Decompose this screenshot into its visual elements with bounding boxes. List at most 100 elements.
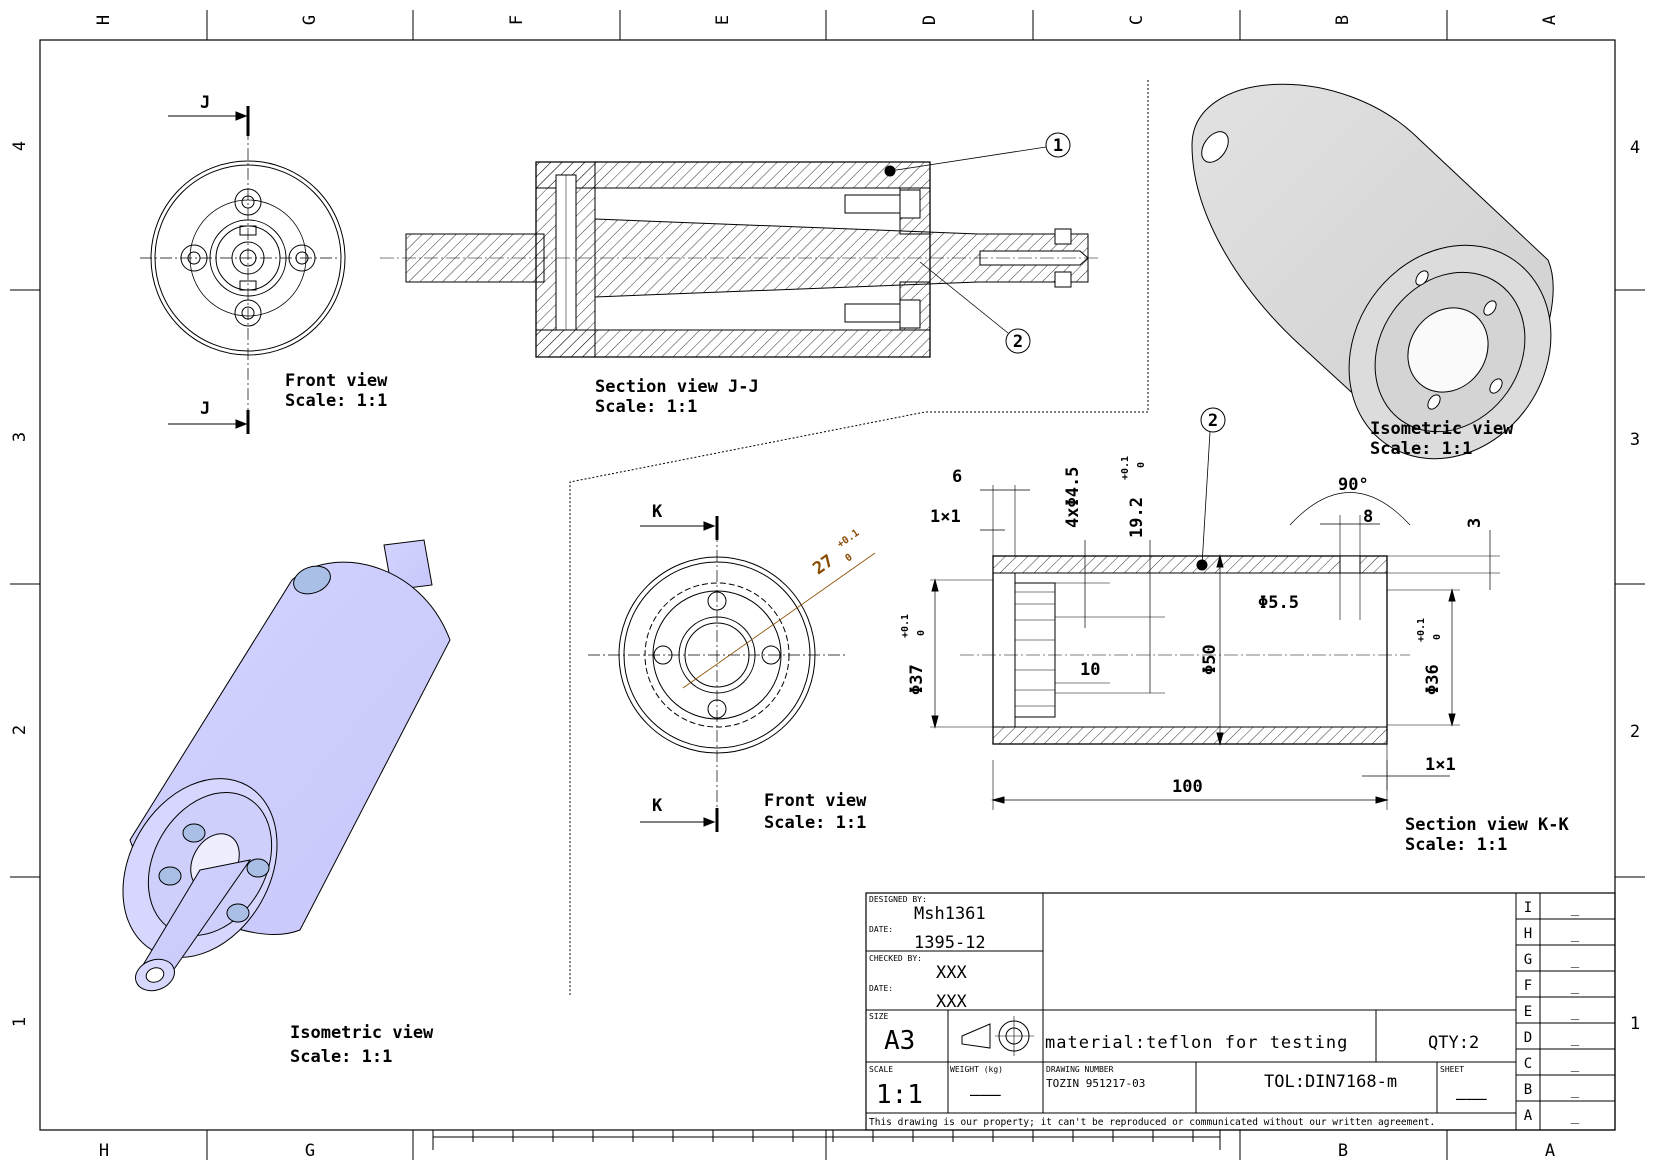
dim-8: 8 bbox=[1363, 507, 1373, 527]
dim-37: Φ37 bbox=[907, 664, 927, 695]
zone-row-label: 1 bbox=[10, 1017, 30, 1027]
zone-labels-right: 4 3 2 1 bbox=[1630, 138, 1640, 1034]
balloon-label: 2 bbox=[1208, 411, 1218, 431]
dim-tolerance-upper: +0.1 bbox=[835, 528, 861, 551]
material-value: material:teflon for testing bbox=[1045, 1033, 1348, 1053]
balloon-1 bbox=[884, 132, 1071, 177]
view-title: Section view J-J bbox=[595, 377, 759, 397]
dim-tolerance-lower: 0 bbox=[1432, 634, 1443, 640]
revision-table: I _ H _ G _ F _ E _ D _ C _ B _ A _ bbox=[1524, 900, 1580, 1124]
revision-value: _ bbox=[1571, 1056, 1580, 1072]
zone-labels-left: 4 3 2 1 bbox=[10, 141, 30, 1027]
zone-col-label: B bbox=[1333, 15, 1353, 25]
view-title: Section view K-K bbox=[1405, 815, 1570, 835]
revision-value: _ bbox=[1571, 926, 1580, 942]
zone-row-label: 4 bbox=[1630, 138, 1640, 158]
view-title: Front view bbox=[285, 371, 388, 391]
view-scale: Scale: 1:1 bbox=[290, 1047, 392, 1067]
designed-by-label: DESIGNED BY: bbox=[869, 895, 927, 904]
revision-letter: B bbox=[1524, 1082, 1532, 1098]
revision-letter: D bbox=[1524, 1030, 1532, 1046]
dim-tolerance-upper: +0.1 bbox=[900, 614, 911, 638]
dim-27: 27 bbox=[809, 551, 837, 579]
zone-row-label: 3 bbox=[1630, 430, 1640, 450]
revision-letter: E bbox=[1524, 1004, 1532, 1020]
dim-19-2: 19.2 bbox=[1127, 497, 1147, 538]
dim-tolerance-lower: 0 bbox=[1136, 462, 1147, 468]
sheet-value: ——— bbox=[1456, 1089, 1487, 1109]
dim-100: 100 bbox=[1172, 777, 1203, 797]
projection-symbol-icon bbox=[961, 1016, 1034, 1056]
zone-col-label: A bbox=[1540, 15, 1560, 25]
dim-hole-pattern: 4xΦ4.5 bbox=[1063, 467, 1083, 528]
front-view-k bbox=[588, 516, 876, 832]
revision-value: _ bbox=[1571, 978, 1580, 994]
zone-row-label: 4 bbox=[10, 141, 30, 151]
dim-50: Φ50 bbox=[1200, 644, 1220, 675]
view-title: Isometric view bbox=[1370, 419, 1514, 439]
view-title: Front view bbox=[764, 791, 867, 811]
date-value: XXX bbox=[936, 992, 967, 1012]
balloon-label: 2 bbox=[1013, 332, 1023, 352]
revision-letter: G bbox=[1524, 952, 1532, 968]
isometric-view-bottom bbox=[122, 539, 451, 992]
dim-tolerance-upper: +0.1 bbox=[1120, 456, 1131, 480]
size-label: SIZE bbox=[869, 1012, 888, 1021]
dim-90: 90° bbox=[1338, 475, 1369, 495]
view-scale: Scale: 1:1 bbox=[1405, 835, 1507, 855]
designed-by-value: Msh1361 bbox=[914, 904, 986, 924]
zone-col-label: B bbox=[1338, 1141, 1348, 1161]
date-label: DATE: bbox=[869, 984, 893, 993]
zone-col-label: C bbox=[1127, 15, 1147, 25]
revision-letter: I bbox=[1524, 900, 1532, 916]
dim-10: 10 bbox=[1080, 660, 1100, 680]
front-view-j bbox=[140, 106, 346, 434]
drawing-number-label: DRAWING NUMBER bbox=[1046, 1065, 1114, 1074]
revision-value: _ bbox=[1571, 900, 1580, 916]
zone-col-label: G bbox=[305, 1141, 315, 1161]
scale-label: SCALE bbox=[869, 1065, 893, 1074]
zone-col-label: H bbox=[94, 15, 114, 25]
zone-labels-top: H G F E D C B A bbox=[94, 15, 1560, 25]
zone-col-label: H bbox=[99, 1141, 109, 1161]
quantity-value: QTY:2 bbox=[1428, 1033, 1479, 1053]
revision-letter: F bbox=[1524, 978, 1532, 994]
dim-1x1-top: 1×1 bbox=[930, 507, 961, 527]
dim-1x1-bottom: 1×1 bbox=[1425, 755, 1456, 775]
date-label: DATE: bbox=[869, 925, 893, 934]
zone-row-label: 2 bbox=[10, 725, 30, 735]
revision-value: _ bbox=[1571, 1030, 1580, 1046]
scale-value: 1:1 bbox=[876, 1080, 923, 1110]
balloon-label: 1 bbox=[1053, 136, 1063, 156]
zone-col-label: F bbox=[507, 15, 527, 25]
dim-tolerance-lower: 0 bbox=[916, 630, 927, 636]
tolerance-value: TOL:DIN7168-m bbox=[1264, 1072, 1397, 1092]
zone-col-label: G bbox=[300, 15, 320, 25]
sheet-label: SHEET bbox=[1440, 1065, 1464, 1074]
revision-value: _ bbox=[1571, 1082, 1580, 1098]
view-separation-line bbox=[569, 80, 1149, 995]
view-scale: Scale: 1:1 bbox=[764, 813, 866, 833]
section-mark-j: J bbox=[200, 399, 210, 419]
view-scale: Scale: 1:1 bbox=[595, 397, 697, 417]
dim-tolerance-lower: 0 bbox=[843, 552, 854, 564]
isometric-view-top bbox=[1191, 83, 1554, 460]
revision-letter: H bbox=[1524, 926, 1532, 942]
section-mark-j: J bbox=[200, 93, 210, 113]
balloon-2 bbox=[919, 261, 1031, 354]
view-title: Isometric view bbox=[290, 1023, 434, 1043]
section-mark-k: K bbox=[652, 502, 663, 522]
drawing-number-value: TOZIN 951217-03 bbox=[1046, 1077, 1145, 1090]
dim-6: 6 bbox=[952, 467, 962, 487]
zone-row-label: 1 bbox=[1630, 1014, 1640, 1034]
dim-5-5: Φ5.5 bbox=[1258, 593, 1299, 613]
balloon-2-kk bbox=[1196, 407, 1226, 571]
dim-3: 3 bbox=[1465, 518, 1485, 528]
zone-col-label: D bbox=[920, 15, 940, 25]
revision-letter: A bbox=[1524, 1108, 1533, 1124]
section-mark-k: K bbox=[652, 796, 663, 816]
section-view-jj bbox=[380, 161, 1100, 358]
drawing-frame bbox=[10, 10, 1645, 1160]
revision-letter: C bbox=[1524, 1056, 1532, 1072]
